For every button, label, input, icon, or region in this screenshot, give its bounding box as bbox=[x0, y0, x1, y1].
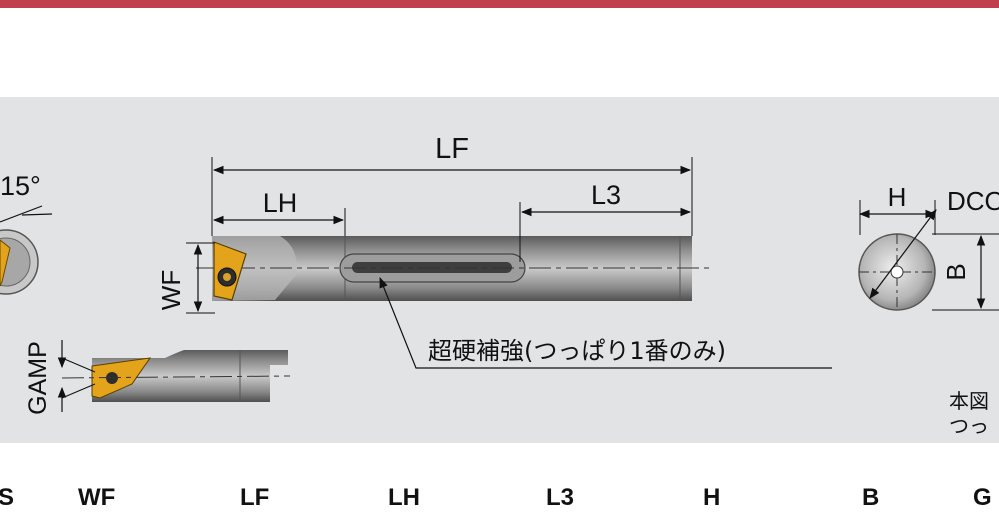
carbide-note: 超硬補強(つっぱり1番のみ) bbox=[428, 337, 726, 365]
lf-label: LF bbox=[435, 133, 469, 165]
top-accent-bar bbox=[0, 0, 999, 8]
side-note-line-2: つっ bbox=[949, 414, 989, 438]
l3-dimension bbox=[519, 202, 692, 262]
front-view-partial bbox=[0, 205, 53, 295]
b-label: B bbox=[941, 263, 971, 280]
col-header-wf: WF bbox=[78, 484, 116, 511]
gamp-label: GAMP bbox=[24, 341, 52, 415]
gamp-view bbox=[57, 340, 291, 412]
col-header-h: H bbox=[703, 484, 721, 511]
col-header-g: G bbox=[973, 484, 992, 511]
boring-bar-side-view bbox=[196, 236, 710, 301]
lf-dimension bbox=[211, 157, 693, 236]
dcon-label: DCON bbox=[947, 186, 999, 216]
note-leader bbox=[379, 276, 832, 369]
lh-label: LH bbox=[263, 188, 298, 218]
angle-label: 15° bbox=[0, 171, 41, 201]
col-header-lf: LF bbox=[240, 484, 270, 511]
col-header-b: B bbox=[862, 484, 880, 511]
h-label: H bbox=[888, 182, 907, 212]
side-note-line-1: 本図 bbox=[949, 389, 989, 413]
wf-dimension bbox=[186, 242, 215, 314]
wf-label: WF bbox=[156, 270, 186, 310]
lh-dimension bbox=[212, 208, 346, 236]
col-header-lh: LH bbox=[388, 484, 420, 511]
col-header-s: S bbox=[0, 484, 15, 511]
end-view bbox=[858, 200, 999, 311]
col-header-l3: L3 bbox=[546, 484, 575, 511]
l3-label: L3 bbox=[591, 180, 621, 210]
